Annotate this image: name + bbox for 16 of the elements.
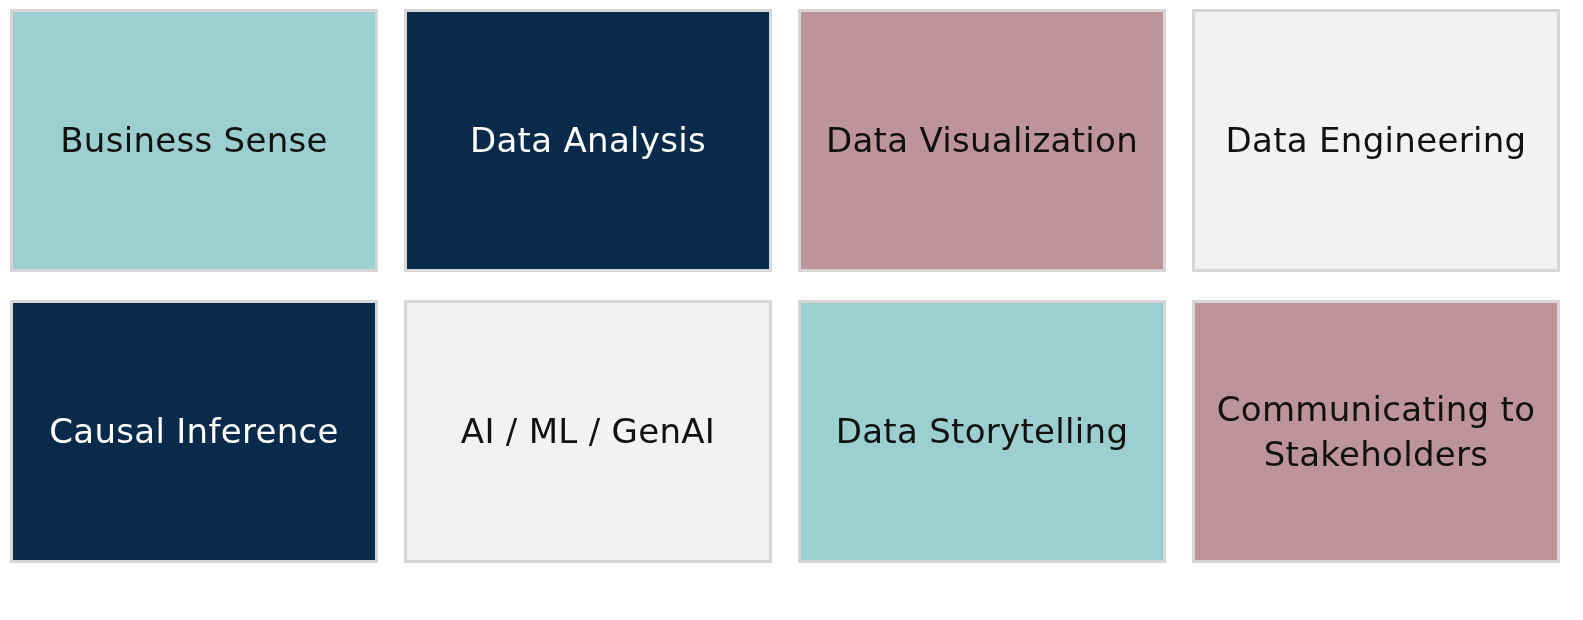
skill-tile bbox=[404, 300, 772, 563]
skill-tile bbox=[1192, 300, 1560, 563]
skill-label: Data Engineering bbox=[1225, 119, 1527, 163]
skill-label: Data Storytelling bbox=[835, 410, 1129, 454]
skill-tile bbox=[798, 300, 1166, 563]
skill-label: Causal Inference bbox=[49, 410, 339, 454]
skill-tile bbox=[798, 9, 1166, 272]
skill-label: Data Visualization bbox=[825, 119, 1139, 163]
skill-label: AI / ML / GenAI bbox=[460, 410, 716, 454]
skill-label: Communicating to Stakeholders bbox=[1215, 388, 1537, 476]
skill-tile bbox=[1192, 9, 1560, 272]
skill-label: Business Sense bbox=[60, 119, 328, 163]
skill-tile bbox=[10, 300, 378, 563]
skill-tile bbox=[404, 9, 772, 272]
skill-label: Data Analysis bbox=[470, 119, 706, 163]
skill-tile bbox=[10, 9, 378, 272]
